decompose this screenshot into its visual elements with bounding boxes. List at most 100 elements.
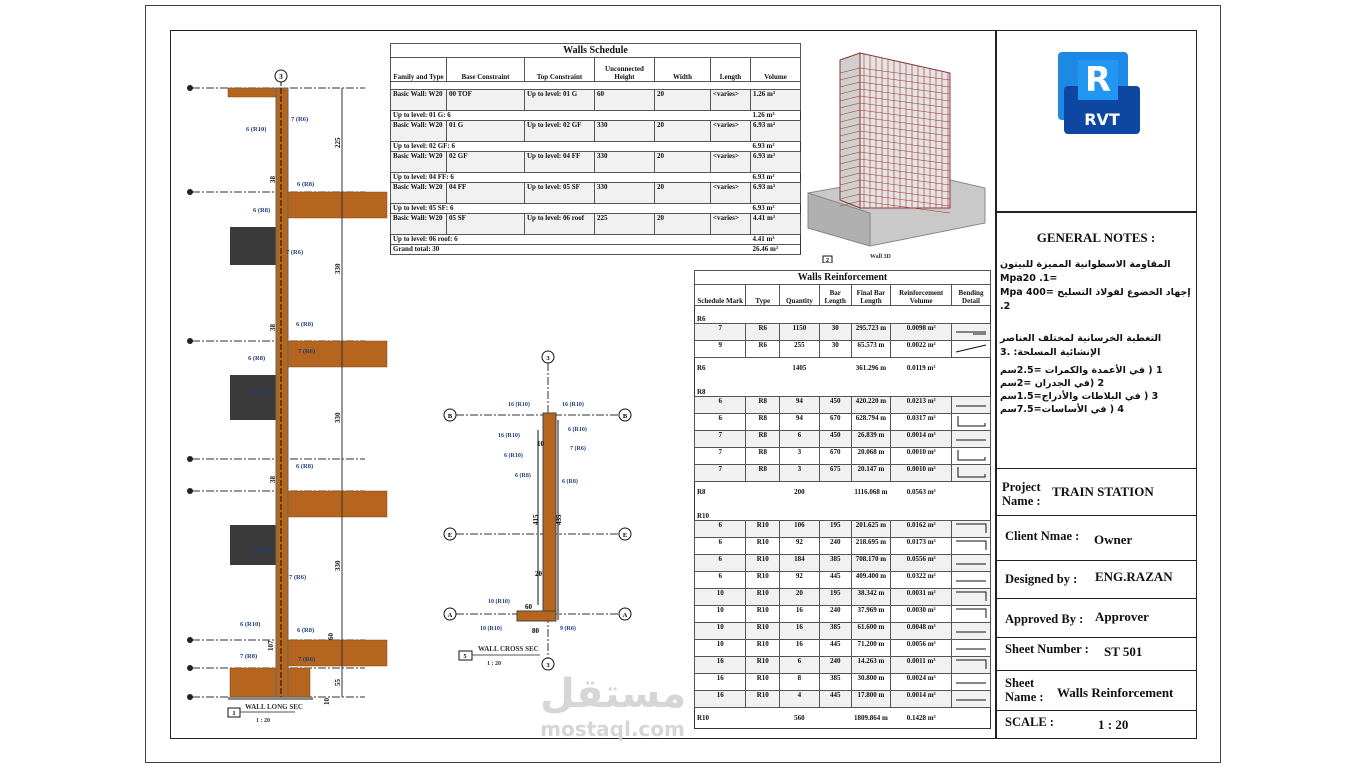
designer: ENG.RAZAN — [1095, 569, 1173, 584]
sheet-number: ST 501 — [1104, 644, 1143, 659]
view-number: 1 — [233, 711, 236, 717]
cell-type: R10 — [745, 656, 781, 674]
cell-family: Basic Wall: W20 — [390, 89, 447, 111]
schedule-title: Walls Reinforcement — [694, 270, 991, 285]
bending-detail — [951, 622, 991, 640]
cell-qty: 92 — [779, 537, 820, 555]
cell-vol: 0.0056 m³ — [890, 639, 952, 657]
bending-shape-icon — [956, 331, 986, 335]
sheet-number-row: Sheet Number : ST 501 — [995, 637, 1197, 670]
watermark-latin: mostaql.com — [540, 717, 685, 741]
logo-letter: R — [1078, 60, 1118, 100]
cell-final: 218.695 m — [850, 537, 892, 555]
cell-length: <varies> — [710, 182, 751, 204]
sheet-name: Walls Reinforcement — [1057, 685, 1174, 700]
bending-detail — [951, 396, 991, 414]
rebar-label: 6 (R8) — [296, 321, 313, 328]
cell-bar: 30 — [818, 323, 852, 341]
cell-qty: 20 — [779, 588, 820, 606]
cell-family: Basic Wall: W20 — [390, 213, 447, 235]
wall-3d-view: 2 Wall 3D — [807, 52, 986, 263]
bending-detail — [951, 554, 991, 572]
rebar-label: 7 (R6) — [286, 249, 303, 256]
total-volume: 0.0119 m³ — [906, 364, 936, 373]
bending-detail — [951, 520, 991, 538]
dimension: 38 — [269, 476, 277, 484]
cell-volume: 6.93 m³ — [750, 120, 801, 142]
rebar-label: 7 (R6) — [291, 116, 308, 123]
note-sub-item: 2 (في الجدران =2سم — [1000, 378, 1105, 389]
rebar-label: 7 (R8) — [240, 653, 257, 660]
dimension: 107 — [267, 640, 275, 651]
cell-qty: 1150 — [779, 323, 820, 341]
cell-type: R10 — [745, 588, 781, 606]
total-volume: 0.1428 m³ — [906, 714, 936, 722]
view-title: WALL CROSS SEC — [478, 645, 539, 653]
total-qty: 1405 — [792, 364, 807, 373]
dimension: 55 — [334, 679, 342, 687]
cell-width: 20 — [654, 151, 711, 173]
cell-bar: 670 — [818, 413, 852, 431]
cell-height: 330 — [594, 182, 655, 204]
cell-final: 38.342 m — [850, 588, 892, 606]
note-sub-item: 1 ( في الأعمدة والكمرات =2.5سم — [1000, 365, 1163, 376]
total-volume: 0.0563 m³ — [906, 488, 936, 497]
cell-type: R10 — [745, 537, 781, 555]
group-header-row: R6 — [695, 306, 991, 324]
total-final: 361.296 m — [855, 364, 887, 373]
grid-bubble: B — [448, 413, 453, 420]
column-header: Bending Detail — [951, 284, 991, 306]
rebar-label: 7 (R6) — [298, 348, 315, 355]
cell-final: 71.200 m — [850, 639, 892, 657]
view-number: 2 — [826, 258, 829, 263]
bending-shape-icon — [957, 467, 986, 478]
rebar-label: 10 (R10) — [480, 625, 502, 632]
bending-detail — [951, 571, 991, 589]
cell-type: R8 — [745, 413, 781, 431]
rebar-label: 7 (R6) — [298, 656, 315, 663]
note-sub-item: 4 ( في الأساسات=7.5سم — [1000, 404, 1125, 415]
subtotal-volume: 1.26 m³ — [750, 110, 801, 121]
cell-vol: 0.0011 m³ — [890, 656, 952, 674]
cell-width: 20 — [654, 213, 711, 235]
cell-type: R10 — [745, 520, 781, 538]
cell-type: R10 — [745, 673, 781, 691]
approver: Approver — [1095, 609, 1149, 624]
column-header: Top Constraint — [524, 57, 595, 82]
cell-qty: 106 — [779, 520, 820, 538]
cell-qty: 3 — [779, 464, 820, 482]
cell-type: R10 — [745, 571, 781, 589]
group-name: R6 — [697, 315, 706, 323]
bending-detail — [951, 464, 991, 482]
cell-height: 60 — [594, 89, 655, 111]
column-header: Schedule Mark — [693, 284, 747, 306]
bending-shape-icon — [956, 580, 986, 582]
column-header: Length — [710, 57, 751, 82]
total-qty: 200 — [794, 488, 805, 497]
column-header: Final Bar Length — [850, 284, 892, 306]
column-header: Volume — [750, 57, 801, 82]
subtotal-label: Up to level: 05 SF: 6 — [390, 203, 751, 214]
cell-qty: 4 — [779, 690, 820, 708]
group-header-row: R8 — [695, 379, 991, 397]
total-name: R10 — [697, 714, 710, 722]
cell-bar: 445 — [818, 639, 852, 657]
cell-final: 37.969 m — [850, 605, 892, 623]
cell-qty: 94 — [779, 396, 820, 414]
cell-mark: 16 — [693, 690, 747, 708]
view-scale: 1 : 20 — [256, 718, 270, 724]
cell-qty: 16 — [779, 622, 820, 640]
cell-final: 708.170 m — [850, 554, 892, 572]
dimension: 435 — [555, 514, 563, 525]
